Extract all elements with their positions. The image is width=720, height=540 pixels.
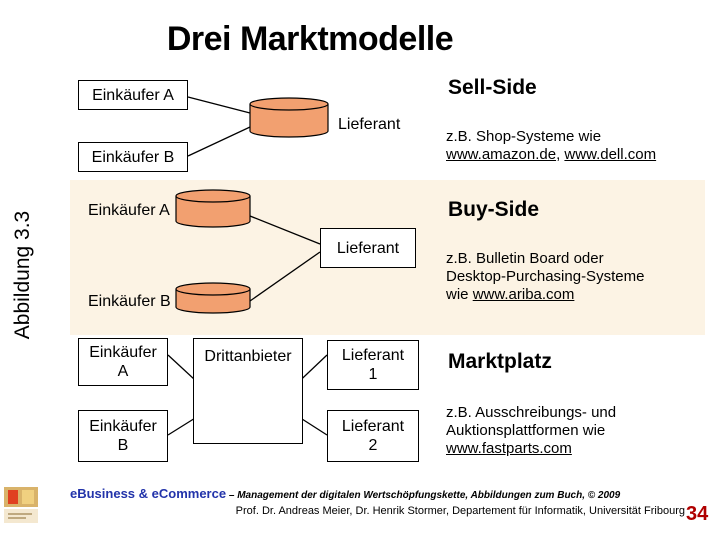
marketplace-heading: Marktplatz — [448, 350, 552, 373]
connector-line — [187, 96, 251, 114]
cylinder-buy-buyer-a — [175, 189, 251, 228]
marketplace-example: z.B. Ausschreibungs- und Auktionsplattfo… — [446, 404, 617, 457]
buy-supplier-box: Lieferant — [320, 228, 416, 268]
page-title: Drei Marktmodelle — [166, 20, 454, 58]
link-ariba[interactable]: www.ariba.com — [472, 286, 575, 303]
sell-buyer-a-box: Einkäufer A — [78, 80, 188, 110]
buy-buyer-a-label: Einkäufer A — [88, 202, 170, 219]
sell-buyer-b-box: Einkäufer B — [78, 142, 188, 172]
buy-side-heading: Buy-Side — [448, 198, 540, 221]
sell-side-heading: Sell-Side — [448, 76, 537, 99]
connector-line — [249, 215, 321, 245]
connector-line — [187, 126, 251, 157]
link-fastparts[interactable]: www.fastparts.com — [446, 440, 572, 457]
buy-buyer-b-label: Einkäufer B — [88, 293, 171, 310]
link-amazon[interactable]: www.amazon.de — [446, 146, 557, 163]
link-dell[interactable]: www.dell.com — [564, 146, 657, 163]
university-logo-icon — [4, 487, 38, 523]
sell-supplier-label: Lieferant — [338, 116, 401, 133]
connector-line — [249, 251, 321, 302]
footer-title: eBusiness & eCommerce – Management der d… — [70, 486, 621, 501]
page-number: 34 — [686, 503, 709, 525]
footer-authors: Prof. Dr. Andreas Meier, Dr. Henrik Stor… — [235, 505, 685, 517]
cylinder-buy-buyer-b — [175, 282, 251, 314]
cylinder-sell-supplier — [249, 97, 329, 138]
sell-side-example: z.B. Shop-Systeme wie www.amazon.de, www… — [446, 128, 657, 163]
buy-side-example: z.B. Bulletin Board oder Desktop-Purchas… — [446, 250, 645, 303]
third-party-box: Drittanbieter — [193, 338, 303, 444]
